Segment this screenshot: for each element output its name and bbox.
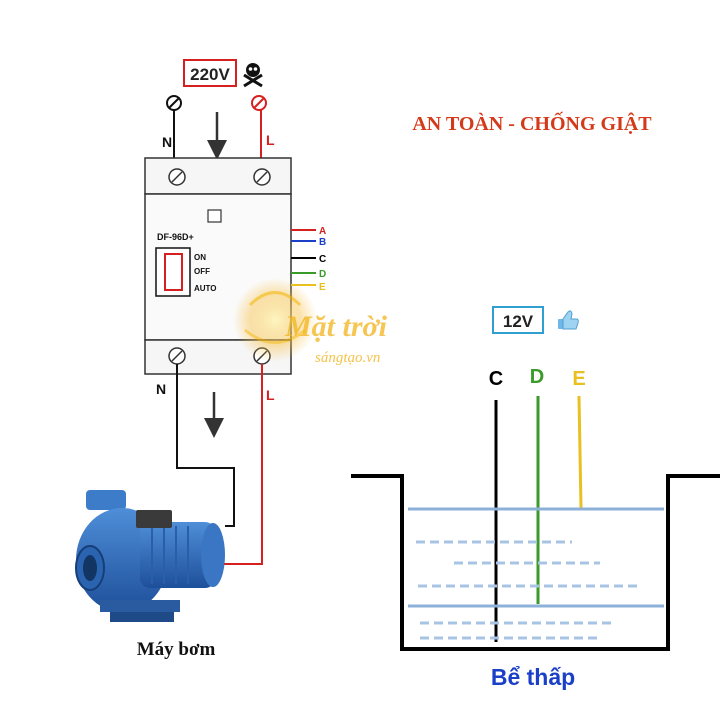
pump-label: Máy bơm — [137, 639, 216, 660]
probe-voltage: 12V — [503, 312, 534, 331]
supply-neutral-label: N — [162, 134, 172, 150]
skull-crossbones-icon — [243, 63, 263, 88]
supply-neutral-terminal — [166, 95, 182, 111]
mode-auto: AUTO — [194, 284, 217, 293]
supply-voltage: 220V — [190, 65, 230, 84]
probe-e-label: E — [572, 368, 585, 390]
safety-title: AN TOÀN - CHỐNG GIẬT — [412, 111, 652, 135]
output-line-label: L — [266, 387, 275, 403]
line-wire-out — [212, 364, 263, 565]
relay-bottom-screw-n — [168, 347, 186, 365]
tank-outline — [351, 474, 720, 651]
probe-e — [577, 395, 583, 509]
water-pump-icon — [75, 490, 225, 622]
probe-voltage-box — [492, 306, 544, 334]
mode-on: ON — [194, 253, 206, 262]
tank-label: Bể thấp — [491, 664, 575, 690]
terminal-e-label: E — [319, 282, 326, 293]
mode-switch-lever — [164, 253, 183, 291]
output-neutral-label: N — [156, 381, 166, 397]
thumbs-up-icon — [558, 310, 579, 330]
mode-off: OFF — [194, 267, 210, 276]
neutral-wire-out — [176, 364, 235, 527]
watermark-title: Mặt trời — [284, 310, 388, 343]
relay-top-screw-n — [168, 168, 186, 186]
relay-top-screw-l — [253, 168, 271, 186]
relay-model: DF-96D+ — [157, 232, 194, 242]
terminal-b-label: B — [319, 237, 326, 248]
terminal-d-label: D — [319, 269, 326, 280]
water-tank — [351, 474, 720, 651]
relay-indicator — [207, 209, 222, 223]
terminal-a-label: A — [319, 226, 326, 237]
terminal-c-label: C — [319, 254, 326, 265]
supply-label: 220V — [183, 59, 237, 87]
probe-d-label: D — [530, 366, 544, 388]
relay-terminal-leads: A B C D E — [291, 226, 326, 293]
supply-line-terminal — [251, 95, 267, 111]
water-waves — [416, 540, 640, 640]
probe-c-label: C — [489, 368, 503, 390]
supply-line-label: L — [266, 132, 275, 148]
watermark-subtitle: sángtạo.vn — [315, 350, 380, 366]
sun-logo — [233, 278, 317, 362]
